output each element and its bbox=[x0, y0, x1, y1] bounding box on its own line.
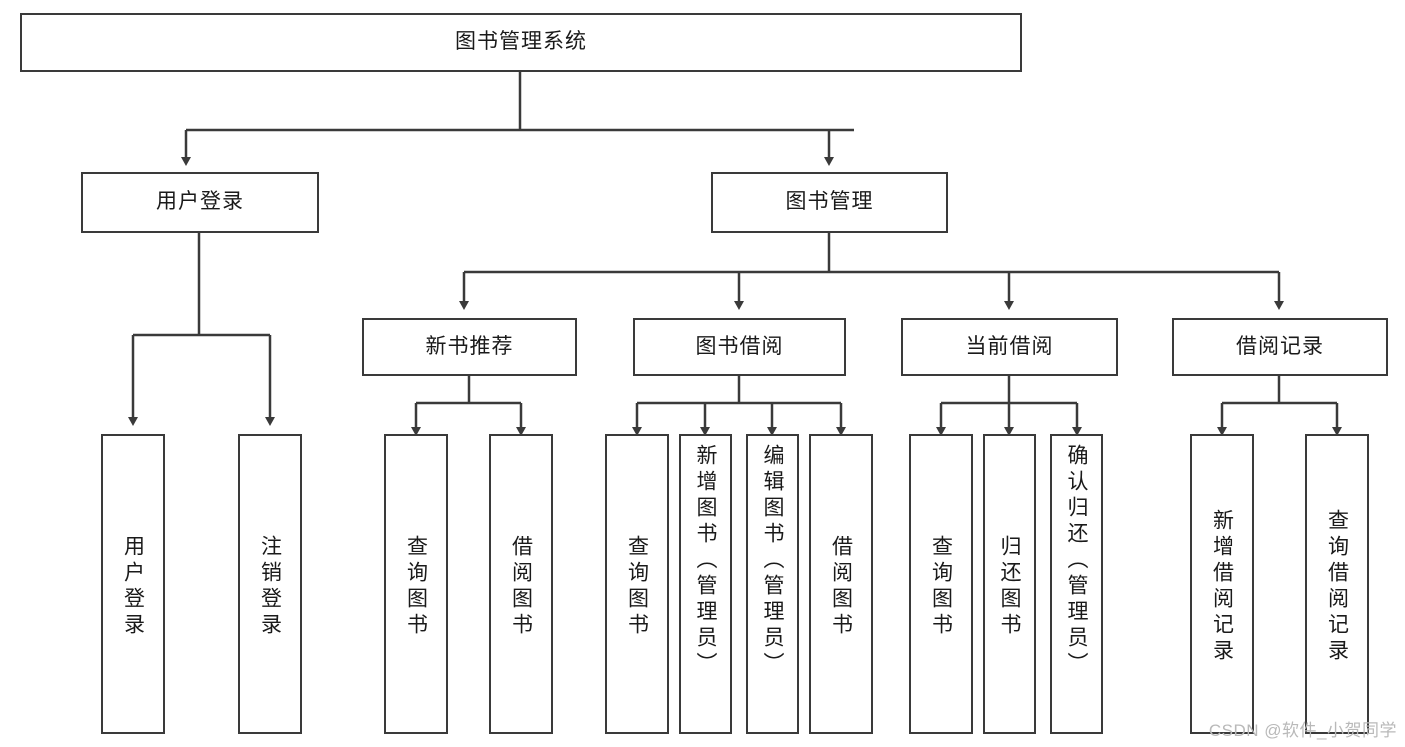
leaf-user-login[interactable]: 用户登录 bbox=[101, 434, 165, 734]
node-book-borrow[interactable]: 图书借阅 bbox=[633, 318, 846, 376]
leaf-logout[interactable]: 注销登录 bbox=[238, 434, 302, 734]
leaf-query-borrow-record[interactable]: 查询借阅记录 bbox=[1305, 434, 1369, 734]
node-label: 图书借阅 bbox=[695, 334, 784, 358]
node-label: 注销登录 bbox=[258, 535, 282, 639]
node-label: 查询图书 bbox=[404, 535, 428, 639]
watermark: CSDN @软件_小贺同学 bbox=[1208, 721, 1397, 740]
node-label: 图书管理系统 bbox=[455, 30, 587, 54]
node-label: 当前借阅 bbox=[965, 334, 1054, 358]
node-label: 编辑图书（管理员） bbox=[761, 444, 784, 678]
leaf-query-book-borrow[interactable]: 查询图书 bbox=[605, 434, 669, 734]
node-label: 借阅图书 bbox=[829, 535, 853, 639]
node-label: 用户登录 bbox=[121, 535, 145, 639]
node-book-management[interactable]: 图书管理 bbox=[711, 172, 948, 233]
node-root-system[interactable]: 图书管理系统 bbox=[20, 13, 1022, 72]
node-label: 借阅记录 bbox=[1236, 334, 1324, 358]
node-label: 确认归还（管理员） bbox=[1065, 444, 1088, 678]
node-label: 新增图书（管理员） bbox=[694, 444, 717, 678]
node-label: 借阅图书 bbox=[509, 535, 533, 639]
node-label: 图书管理 bbox=[785, 190, 874, 214]
node-borrow-records[interactable]: 借阅记录 bbox=[1172, 318, 1388, 376]
leaf-query-book-current[interactable]: 查询图书 bbox=[909, 434, 973, 734]
node-label: 查询图书 bbox=[929, 535, 953, 639]
leaf-add-borrow-record[interactable]: 新增借阅记录 bbox=[1190, 434, 1254, 734]
node-user-login[interactable]: 用户登录 bbox=[81, 172, 319, 233]
leaf-add-book-admin[interactable]: 新增图书（管理员） bbox=[679, 434, 732, 734]
node-label: 归还图书 bbox=[998, 535, 1021, 639]
node-current-borrow[interactable]: 当前借阅 bbox=[901, 318, 1118, 376]
leaf-borrow-book[interactable]: 借阅图书 bbox=[809, 434, 873, 734]
leaf-confirm-return-admin[interactable]: 确认归还（管理员） bbox=[1050, 434, 1103, 734]
leaf-edit-book-admin[interactable]: 编辑图书（管理员） bbox=[746, 434, 799, 734]
node-label: 查询借阅记录 bbox=[1325, 509, 1349, 665]
leaf-borrow-book-newbook[interactable]: 借阅图书 bbox=[489, 434, 553, 734]
node-new-book-recommend[interactable]: 新书推荐 bbox=[362, 318, 577, 376]
node-label: 新增借阅记录 bbox=[1210, 509, 1234, 665]
node-label: 用户登录 bbox=[156, 190, 244, 214]
node-label: 查询图书 bbox=[625, 535, 649, 639]
node-label: 新书推荐 bbox=[425, 334, 514, 358]
leaf-query-book-newbook[interactable]: 查询图书 bbox=[384, 434, 448, 734]
leaf-return-book[interactable]: 归还图书 bbox=[983, 434, 1036, 734]
